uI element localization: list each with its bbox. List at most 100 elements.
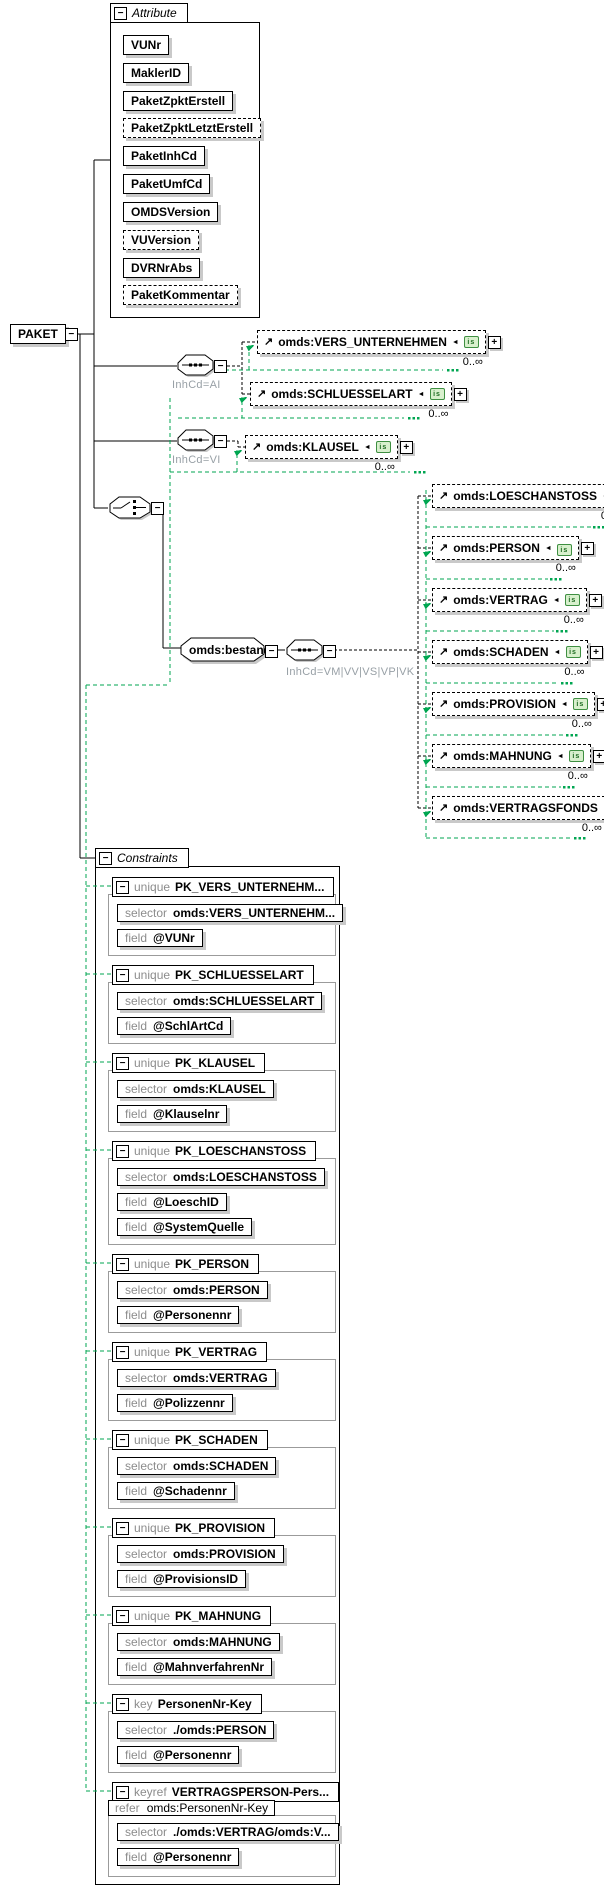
constraint-unique-pk-schaden[interactable]: − unique PK_SCHADEN xyxy=(112,1430,268,1450)
constraint-unique-pk-person[interactable]: − unique PK_PERSON xyxy=(112,1254,260,1274)
constraint-field[interactable]: field @Personennr xyxy=(117,1306,240,1324)
attribute-paketzpkterstell[interactable]: PaketZpktErstell xyxy=(123,91,234,111)
expand-icon[interactable]: + xyxy=(487,335,501,349)
bestand-shape[interactable]: omds:bestand xyxy=(180,637,267,665)
element-mahnung[interactable]: ↗ omds:MAHNUNG ◄ is + 0..∞ xyxy=(432,744,604,782)
constraint-selector[interactable]: selector omds:VERTRAG xyxy=(117,1369,276,1387)
constraint-field[interactable]: field @MahnverfahrenNr xyxy=(117,1658,273,1676)
attribute-vuversion[interactable]: VUVersion xyxy=(123,230,200,250)
constraint-selector[interactable]: selector omds:VERS_UNTERNEHM... xyxy=(117,904,344,922)
constraint-field[interactable]: field @SchlArtCd xyxy=(117,1017,232,1035)
collapse-icon[interactable]: − xyxy=(214,435,227,448)
expand-icon[interactable]: + xyxy=(453,387,467,401)
constraint-field[interactable]: field @Klauselnr xyxy=(117,1105,228,1123)
attribute-paketumfcd[interactable]: PaketUmfCd xyxy=(123,174,211,194)
expand-icon[interactable]: + xyxy=(596,697,604,711)
element-loeschanstoss[interactable]: ↗ omds:LOESCHANSTOSS ◄ is + 0..∞ xyxy=(432,484,604,522)
collapse-icon[interactable]: − xyxy=(116,1257,129,1271)
collapse-icon[interactable]: − xyxy=(265,644,278,658)
constraint-unique-pk-mahnung[interactable]: − unique PK_MAHNUNG xyxy=(112,1606,272,1626)
collapse-icon[interactable]: − xyxy=(116,1433,129,1447)
constraint-unique-pk-provision[interactable]: − unique PK_PROVISION xyxy=(112,1518,276,1538)
constraint-keyref-vertragsperson[interactable]: − keyref VERTRAGSPERSON-Pers... xyxy=(112,1782,340,1802)
element-box[interactable]: ↗ omds:PROVISION ◄ is xyxy=(432,692,595,716)
root-element-paket[interactable]: PAKET − xyxy=(10,324,78,344)
expand-icon[interactable]: + xyxy=(592,749,604,763)
attribute-vunr[interactable]: VUNr xyxy=(123,35,170,55)
constraint-unique-pk-vers-unternehmen[interactable]: − unique PK_VERS_UNTERNEHM... xyxy=(112,877,335,897)
collapse-icon[interactable]: − xyxy=(116,968,129,982)
collapse-icon[interactable]: − xyxy=(116,1785,129,1799)
collapse-icon[interactable]: − xyxy=(64,327,78,341)
collapse-icon[interactable]: − xyxy=(114,6,127,20)
expand-icon[interactable]: + xyxy=(589,645,603,659)
constraint-selector[interactable]: selector omds:LOESCHANSTOSS xyxy=(117,1168,325,1186)
bestand-element[interactable]: omds:bestand − − xyxy=(180,637,336,665)
constraint-field[interactable]: field @Polizzennr xyxy=(117,1394,233,1412)
collapse-icon[interactable]: − xyxy=(116,1144,129,1158)
element-schaden[interactable]: ↗ omds:SCHADEN ◄ is + 0..∞ xyxy=(432,640,603,678)
constraint-selector[interactable]: selector ./omds:VERTRAG/omds:V... xyxy=(117,1823,339,1841)
collapse-icon[interactable]: − xyxy=(116,1609,129,1623)
collapse-icon[interactable]: − xyxy=(116,1521,129,1535)
element-vertragsfonds[interactable]: ↗ omds:VERTRAGSFONDS + 0..∞ xyxy=(432,796,604,834)
constraint-unique-pk-loeschanstoss[interactable]: − unique PK_LOESCHANSTOSS xyxy=(112,1141,317,1161)
collapse-icon[interactable]: − xyxy=(116,1056,129,1070)
constraint-unique-pk-vertrag[interactable]: − unique PK_VERTRAG xyxy=(112,1342,268,1362)
element-vertrag[interactable]: ↗ omds:VERTRAG ◄ is + 0..∞ xyxy=(432,588,602,626)
collapse-icon[interactable]: − xyxy=(214,360,227,373)
collapse-icon[interactable]: − xyxy=(116,1345,129,1359)
collapse-icon[interactable]: − xyxy=(323,644,336,658)
constraint-unique-pk-klausel[interactable]: − unique PK_KLAUSEL xyxy=(112,1053,266,1073)
constraint-selector[interactable]: selector omds:SCHADEN xyxy=(117,1457,277,1475)
attribute-paketkommentar[interactable]: PaketKommentar xyxy=(123,285,238,305)
collapse-icon[interactable]: − xyxy=(151,502,164,515)
constraint-field[interactable]: field @Personennr xyxy=(117,1848,240,1866)
expand-icon[interactable]: + xyxy=(399,440,413,454)
constraint-field[interactable]: field @VUNr xyxy=(117,929,203,947)
constraint-field[interactable]: field @Personennr xyxy=(117,1746,240,1764)
collapse-icon[interactable]: − xyxy=(116,880,129,894)
element-schluesselart[interactable]: ↗ omds:SCHLUESSELART ◄ is + 0..∞ xyxy=(250,382,467,420)
element-box[interactable]: ↗ omds:LOESCHANSTOSS ◄ is xyxy=(432,484,604,508)
sequence-compositor-ai[interactable]: − xyxy=(177,354,227,379)
expand-icon[interactable]: + xyxy=(580,541,594,555)
constraint-selector[interactable]: selector omds:SCHLUESSELART xyxy=(117,992,323,1010)
constraint-selector[interactable]: selector omds:KLAUSEL xyxy=(117,1080,274,1098)
element-person[interactable]: ↗ omds:PERSON ◄ isis + 0..∞ xyxy=(432,536,594,574)
element-box[interactable]: ↗ omds:MAHNUNG ◄ is xyxy=(432,744,591,768)
constraint-unique-pk-schluesselart[interactable]: − unique PK_SCHLUESSELART xyxy=(112,965,314,985)
element-klausel[interactable]: ↗ omds:KLAUSEL ◄ is + 0..∞ xyxy=(245,435,413,473)
constraint-selector[interactable]: selector omds:PERSON xyxy=(117,1281,268,1299)
attribute-omdsversion[interactable]: OMDSVersion xyxy=(123,202,219,222)
element-box[interactable]: ↗ omds:VERTRAGSFONDS xyxy=(432,796,604,820)
element-vers-unternehmen[interactable]: ↗ omds:VERS_UNTERNEHMEN ◄ is + 0..∞ xyxy=(257,330,501,368)
sequence-compositor-vi[interactable]: − xyxy=(177,429,227,454)
constraint-field[interactable]: field @LoeschID xyxy=(117,1193,227,1211)
attribute-maklerid[interactable]: MaklerID xyxy=(123,63,190,83)
constraint-selector[interactable]: selector ./omds:PERSON xyxy=(117,1721,275,1739)
constraint-field[interactable]: field @SystemQuelle xyxy=(117,1218,253,1236)
attribute-paketinhcd[interactable]: PaketInhCd xyxy=(123,146,206,166)
paket-label[interactable]: PAKET xyxy=(10,324,66,344)
collapse-icon[interactable]: − xyxy=(99,851,112,865)
constraint-field[interactable]: field @Schadennr xyxy=(117,1482,235,1500)
occurrence-label: 0..∞ xyxy=(567,770,588,782)
element-box[interactable]: ↗ omds:SCHLUESSELART ◄ is xyxy=(250,382,452,406)
collapse-icon[interactable]: − xyxy=(116,1697,129,1711)
attribute-paketzpktletzterstell[interactable]: PaketZpktLetztErstell xyxy=(123,118,262,138)
element-provision[interactable]: ↗ omds:PROVISION ◄ is + 0..∞ xyxy=(432,692,604,730)
element-box[interactable]: ↗ omds:PERSON ◄ isis xyxy=(432,536,579,560)
constraint-selector[interactable]: selector omds:PROVISION xyxy=(117,1545,284,1563)
constraint-selector[interactable]: selector omds:MAHNUNG xyxy=(117,1633,280,1651)
element-box[interactable]: ↗ omds:VERS_UNTERNEHMEN ◄ is xyxy=(257,330,486,354)
expand-icon[interactable]: + xyxy=(588,593,602,607)
badge-pointer-icon: ◄ xyxy=(417,390,425,398)
constraint-field[interactable]: field @ProvisionsID xyxy=(117,1570,247,1588)
element-box[interactable]: ↗ omds:VERTRAG ◄ is xyxy=(432,588,587,612)
choice-compositor[interactable]: − xyxy=(108,495,164,522)
attribute-dvrnrabs[interactable]: DVRNrAbs xyxy=(123,258,201,278)
constraint-key-personennr-key[interactable]: − key PersonenNr-Key xyxy=(112,1694,262,1714)
element-box[interactable]: ↗ omds:SCHADEN ◄ is xyxy=(432,640,588,664)
element-box[interactable]: ↗ omds:KLAUSEL ◄ is xyxy=(245,435,398,459)
